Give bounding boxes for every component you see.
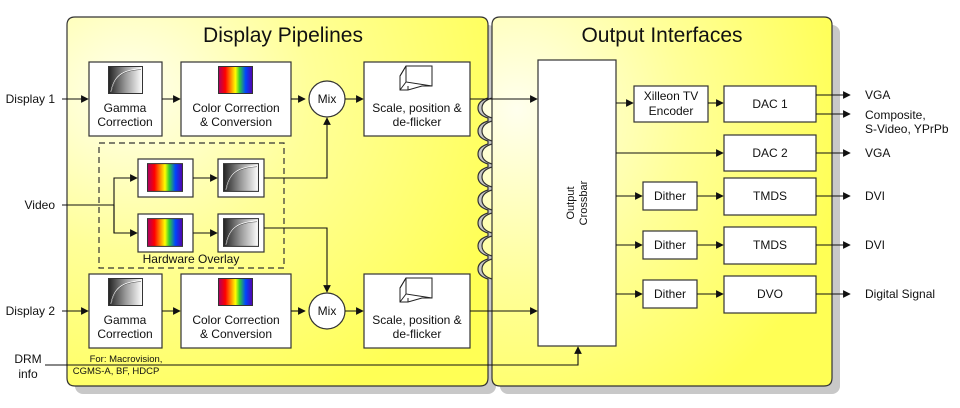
pipeline1-color-label-line1: Color Correction [192,101,279,115]
dvo-label: DVO [757,287,783,301]
scale-cube-icon [399,277,433,303]
output-vga1-label: VGA [865,88,890,102]
display1-input-label: Display 1 [6,92,56,106]
dac1-box [723,85,817,123]
pipeline2: Gamma Correction Color Correction & Conv… [62,273,538,349]
dac2-box [723,134,817,172]
video-branch-lower [113,205,138,237]
encoder-label-line1: Xilleon TV [644,89,698,103]
crossbar-label-line1: Output [565,186,577,219]
dither1-label: Dither [654,189,686,203]
hardware-overlay-dashed-box [98,142,285,269]
drm-input-label-line2: info [18,367,38,381]
pipeline1-scale-label-line1: Scale, position & [372,101,461,115]
hardware-overlay: Hardware Overlay [62,117,331,293]
tmds2-label: TMDS [753,238,787,252]
output-dvi2-label: DVI [865,238,885,252]
drm-note-line1: For: Macrovision, [90,354,163,365]
pipeline1: Gamma Correction Color Correction & Conv… [62,61,538,137]
dac1-label: DAC 1 [752,97,788,111]
pipeline2-color-label-line2: & Conversion [200,327,272,341]
color-spectrum-icon [147,218,183,247]
pipeline2-scale-label-line1: Scale, position & [372,313,461,327]
tmds1-box [723,177,817,216]
gamma-curve-icon [223,218,259,247]
color-spectrum-icon [147,163,183,192]
pipeline1-scale-label-line2: de-flicker [393,115,442,129]
dither2-label: Dither [654,238,686,252]
pipeline2-color-label-line1: Color Correction [192,313,279,327]
gamma-curve-icon [108,66,143,94]
output-crossbar-box [537,59,617,347]
display2-input-label: Display 2 [6,304,56,318]
encoder-label-line2: Encoder [649,104,694,118]
output-composite-label-line1: Composite, [865,108,926,122]
display-pipelines-title: Display Pipelines [203,24,363,47]
pipeline1-mix-label: Mix [318,92,337,106]
drm-note-line2: CGMS-A, BF, HDCP [73,366,160,377]
dvo-box [723,275,817,314]
scale-cube-icon [399,65,433,91]
video-input-label: Video [25,198,56,212]
drm-input-label-line1: DRM [14,352,41,366]
output-dvi1-label: DVI [865,189,885,203]
pipeline2-gamma-label-line1: Gamma [104,313,147,327]
gamma-curve-icon [223,163,259,192]
color-spectrum-icon [218,66,253,94]
output-digital-signal-label: Digital Signal [865,287,935,301]
crossbar-label-line2: Crossbar [578,180,590,225]
pipeline2-mix-label: Mix [318,304,337,318]
pipeline1-gamma-label-line2: Correction [97,115,152,129]
hardware-overlay-label: Hardware Overlay [143,252,240,266]
pipeline1-gamma-label-line1: Gamma [104,101,147,115]
drm-info-wire [45,346,582,366]
pipeline1-gamma-box [88,61,163,137]
pipeline2-gamma-label-line2: Correction [97,327,152,341]
gamma-curve-icon [108,278,143,306]
arrow-overlay-to-mix2 [264,227,331,293]
dither3-label: Dither [654,287,686,301]
pipeline1-color-label-line2: & Conversion [200,115,272,129]
xilleon-tv-encoder-box [633,85,709,123]
tmds1-label: TMDS [753,189,787,203]
color-spectrum-icon [218,278,253,306]
arrow-overlay-to-mix1 [264,117,331,179]
dither1-box [642,181,698,211]
output-vga2-label: VGA [865,146,890,160]
dither2-box [642,230,698,260]
dac2-label: DAC 2 [752,146,788,160]
output-interfaces-title: Output Interfaces [581,24,742,47]
pipeline2-scale-label-line2: de-flicker [393,327,442,341]
output-composite-label-line2: S-Video, YPrPb [865,122,949,136]
